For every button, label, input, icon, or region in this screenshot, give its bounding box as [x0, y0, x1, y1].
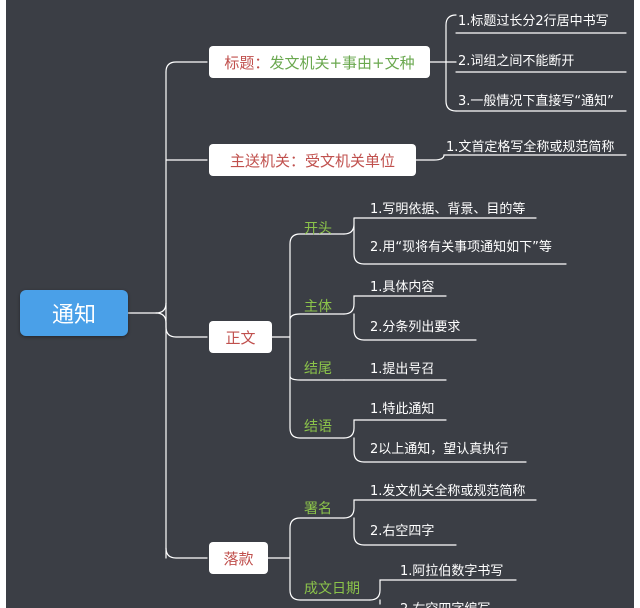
leaf-title-1: 1.标题过长分2行居中书写 — [458, 14, 609, 29]
sub-jieyu: 结语 — [304, 419, 332, 435]
branch-signature[interactable]: 落款 — [209, 542, 268, 574]
link-date-leaves — [369, 579, 517, 605]
branch-body-label: 正文 — [225, 328, 256, 347]
link-root-branch-signature — [165, 547, 208, 559]
leaf-date-1: 1.阿拉伯数字书写 — [400, 564, 504, 579]
sub-zhuti: 主体 — [304, 299, 332, 315]
sub-date: 成文日期 — [304, 581, 360, 597]
link-root-branch-title — [165, 61, 208, 73]
leaf-date-2: 2.右空四字编写 — [400, 598, 490, 608]
link-shuming-leaves — [343, 499, 537, 546]
sub-jiewei: 结尾 — [304, 361, 332, 377]
branch-title-formula: 发文机关+事由+文种 — [269, 53, 415, 72]
leaf-shuming-2: 2.右空四字 — [370, 524, 435, 539]
link-root-branch-body — [155, 312, 208, 338]
leaf-zhuti-2: 2.分条列出要求 — [370, 320, 461, 335]
leaf-title-2: 2.词组之间不能断开 — [458, 54, 575, 69]
link-zhuti-leaves — [343, 295, 477, 341]
link-kaitou-leaves — [343, 217, 567, 265]
mindmap-canvas: 通知 标题：发文机关+事由+文种 1.标题过长分2行居中书写 2.词组之间不能断… — [6, 0, 634, 608]
sub-shuming: 署名 — [304, 501, 332, 517]
link-jieyu-leaves — [343, 419, 527, 463]
root-node-tongzhi[interactable]: 通知 — [20, 290, 128, 336]
leaf-jiewei-1: 1.提出号召 — [370, 362, 435, 377]
branch-recipient[interactable]: 主送机关：受文机关单位 — [209, 144, 416, 176]
link-body-subs — [271, 233, 345, 439]
leaf-shuming-1: 1.发文机关全称或规范简称 — [370, 484, 526, 499]
branch-title[interactable]: 标题：发文机关+事由+文种 — [209, 46, 430, 78]
link-signature-subs — [267, 517, 371, 601]
leaf-kaitou-2: 2.用“现将有关事项通知如下”等 — [370, 240, 552, 255]
branch-recipient-label: 主送机关： — [229, 151, 305, 170]
leaf-jieyu-1: 1.特此通知 — [370, 402, 435, 417]
link-recipient-leaf — [415, 154, 627, 161]
leaf-jieyu-2: 2以上通知，望认真执行 — [370, 442, 509, 457]
leaf-recipient-1: 1.文首定格写全称或规范简称 — [446, 140, 615, 155]
branch-title-label: 标题： — [224, 53, 270, 72]
link-root-junction — [155, 302, 167, 314]
leaf-title-3: 3.一般情况下直接写“通知” — [458, 94, 614, 109]
sub-kaitou: 开头 — [304, 221, 332, 237]
link-title-leaves — [429, 14, 457, 112]
branch-recipient-value: 受文机关单位 — [305, 151, 396, 170]
branch-body[interactable]: 正文 — [209, 321, 272, 353]
connector-lines — [127, 14, 627, 605]
branch-signature-label: 落款 — [223, 549, 254, 568]
leaf-zhuti-1: 1.具体内容 — [370, 280, 435, 295]
leaf-kaitou-1: 1.写明依据、背景、目的等 — [370, 202, 526, 217]
link-root-trunk — [127, 71, 167, 559]
